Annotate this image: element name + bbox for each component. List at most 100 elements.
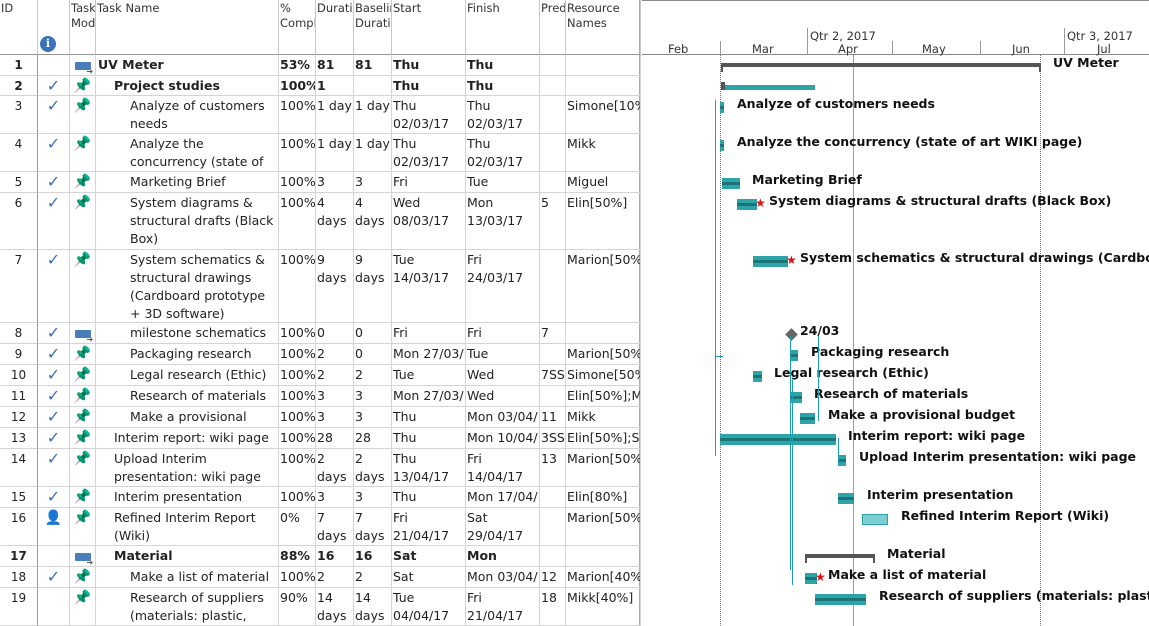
cell-dur[interactable]: 2 days xyxy=(316,567,354,588)
row-id[interactable]: 4 xyxy=(0,134,38,172)
cell-base[interactable]: 14 days xyxy=(354,588,392,626)
col-header-task-name[interactable]: Task Name xyxy=(96,0,279,55)
task-name[interactable]: System schematics & structural drawings … xyxy=(96,250,279,323)
col-header-start[interactable]: Start xyxy=(392,0,466,55)
row-id[interactable]: 5 xyxy=(0,172,38,193)
cell-res[interactable]: Elin[50%];Si xyxy=(566,428,641,449)
cell-ind[interactable] xyxy=(38,588,70,626)
cell-base[interactable]: 3 days xyxy=(354,407,392,428)
cell-res[interactable]: Marion[40% xyxy=(566,567,641,588)
col-header-baseline-duration[interactable]: Baselin Duratic xyxy=(354,0,392,55)
cell-mode[interactable] xyxy=(70,323,96,344)
cell-base[interactable]: 3 days xyxy=(354,386,392,407)
cell-mode[interactable]: 📌 xyxy=(70,365,96,386)
task-name[interactable]: milestone schematics xyxy=(96,323,279,344)
cell-pct[interactable]: 100% xyxy=(279,172,316,193)
task-name[interactable]: Interim report: wiki page xyxy=(96,428,279,449)
row-id[interactable]: 12 xyxy=(0,407,38,428)
cell-start[interactable]: Tue 04/04/17 xyxy=(392,588,466,626)
cell-res[interactable]: Miguel xyxy=(566,172,641,193)
cell-start[interactable]: Wed 08/03/17 xyxy=(392,193,466,250)
cell-pct[interactable]: 100% xyxy=(279,407,316,428)
cell-start[interactable]: Thu 02/03/1 xyxy=(392,428,466,449)
cell-base[interactable] xyxy=(354,76,392,96)
cell-finish[interactable]: Thu 22/06/1 xyxy=(466,55,540,76)
row-id[interactable]: 9 xyxy=(0,344,38,365)
cell-start[interactable]: Thu 13/04/17 xyxy=(392,449,466,487)
cell-pct[interactable]: 90% xyxy=(279,588,316,626)
cell-res[interactable]: Marion[50% xyxy=(566,449,641,487)
cell-mode[interactable]: 📌 xyxy=(70,508,96,546)
task-name[interactable]: Legal research (Ethic) xyxy=(96,365,279,386)
task-name[interactable]: Refined Interim Report (Wiki) xyxy=(96,508,279,546)
cell-mode[interactable]: 📌 xyxy=(70,250,96,323)
row-id[interactable]: 18 xyxy=(0,567,38,588)
row-id[interactable]: 11 xyxy=(0,386,38,407)
cell-mode[interactable] xyxy=(70,546,96,567)
row-id[interactable]: 8 xyxy=(0,323,38,344)
task-name[interactable]: Research of suppliers (materials: plasti… xyxy=(96,588,279,626)
cell-ind[interactable]: ✓ xyxy=(38,96,70,134)
cell-start[interactable]: Thu 02/03/1 xyxy=(392,55,466,76)
cell-res[interactable] xyxy=(566,546,641,567)
row-id[interactable]: 17 xyxy=(0,546,38,567)
task-name[interactable]: Packaging research xyxy=(96,344,279,365)
cell-start[interactable]: Mon 27/03/ xyxy=(392,344,466,365)
cell-finish[interactable]: Mon 10/04/ xyxy=(466,428,540,449)
cell-res[interactable]: Marion[50% xyxy=(566,508,641,546)
cell-finish[interactable]: Mon 24/04/ xyxy=(466,546,540,567)
col-header-pct-complete[interactable]: % Compl xyxy=(279,0,316,55)
task-name[interactable]: UV Meter xyxy=(96,55,279,76)
cell-finish[interactable]: Sat 29/04/17 xyxy=(466,508,540,546)
cell-ind[interactable]: ✓ xyxy=(38,449,70,487)
cell-pred[interactable] xyxy=(540,76,566,96)
cell-finish[interactable]: Thu 02/03/1 xyxy=(466,76,540,96)
cell-base[interactable]: 7 days xyxy=(354,508,392,546)
cell-start[interactable]: Tue 14/03/17 xyxy=(392,250,466,323)
cell-finish[interactable]: Fri 24/03/17 xyxy=(466,250,540,323)
row-id[interactable]: 15 xyxy=(0,487,38,508)
cell-pct[interactable]: 100% xyxy=(279,134,316,172)
task-name[interactable]: Interim presentation xyxy=(96,487,279,508)
cell-ind[interactable]: ✓ xyxy=(38,250,70,323)
cell-res[interactable]: Simone[50% xyxy=(566,365,641,386)
row-id[interactable]: 2 xyxy=(0,76,38,96)
cell-base[interactable]: 2 days xyxy=(354,567,392,588)
cell-pct[interactable]: 100% xyxy=(279,428,316,449)
cell-base[interactable]: 2 days xyxy=(354,449,392,487)
cell-pred[interactable] xyxy=(540,344,566,365)
cell-pred[interactable] xyxy=(540,134,566,172)
cell-finish[interactable]: Mon 03/04/ xyxy=(466,567,540,588)
row-id[interactable]: 3 xyxy=(0,96,38,134)
cell-dur[interactable]: 2 days xyxy=(316,344,354,365)
col-header-task-mode[interactable]: Task Mod xyxy=(70,0,96,55)
cell-ind[interactable]: ✓ xyxy=(38,567,70,588)
cell-finish[interactable]: Wed 15/03/ xyxy=(466,365,540,386)
cell-dur[interactable]: 2 days xyxy=(316,449,354,487)
cell-finish[interactable]: Mon 13/03/17 xyxy=(466,193,540,250)
cell-pct[interactable]: 88% xyxy=(279,546,316,567)
cell-res[interactable]: Marion[50% xyxy=(566,250,641,323)
cell-pct[interactable]: 100% xyxy=(279,193,316,250)
cell-ind[interactable]: ✓ xyxy=(38,365,70,386)
cell-dur[interactable]: 3 days xyxy=(316,386,354,407)
cell-finish[interactable]: Fri 21/04/17 xyxy=(466,588,540,626)
cell-finish[interactable]: Thu 02/03/17 xyxy=(466,134,540,172)
cell-mode[interactable]: 📌 xyxy=(70,449,96,487)
cell-dur[interactable]: 2 days xyxy=(316,365,354,386)
col-header-resource-names[interactable]: Resource Names xyxy=(566,0,641,55)
task-name[interactable]: Research of materials xyxy=(96,386,279,407)
cell-pct[interactable]: 100% xyxy=(279,250,316,323)
col-header-duration[interactable]: Duratio xyxy=(316,0,354,55)
task-name[interactable]: Analyze the concurrency (state of art xyxy=(96,134,279,172)
summary-bar[interactable] xyxy=(805,553,875,558)
cell-pred[interactable]: 13 xyxy=(540,449,566,487)
cell-start[interactable]: Thu 02/03/17 xyxy=(392,134,466,172)
cell-pred[interactable]: 5 xyxy=(540,193,566,250)
cell-dur[interactable]: 3 days xyxy=(316,487,354,508)
cell-dur[interactable]: 1 day xyxy=(316,96,354,134)
cell-res[interactable]: Elin[50%];M xyxy=(566,386,641,407)
cell-base[interactable]: 9 days xyxy=(354,250,392,323)
cell-pred[interactable]: 18 xyxy=(540,588,566,626)
cell-start[interactable]: Thu 13/04/1 xyxy=(392,487,466,508)
